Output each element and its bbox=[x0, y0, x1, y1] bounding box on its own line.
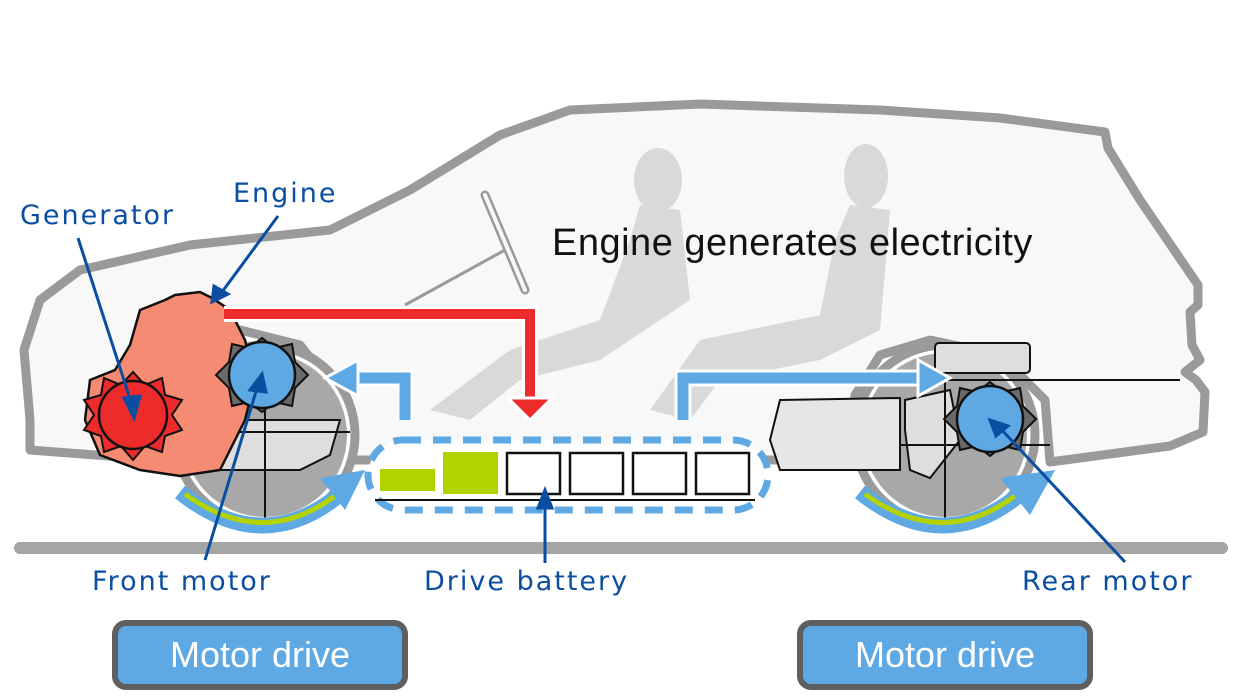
diagram-title: Engine generates electricity bbox=[552, 222, 1033, 264]
rear-subframe bbox=[768, 396, 901, 471]
front-wheel-rotation-arrow bbox=[175, 470, 365, 534]
steering-wheel bbox=[404, 190, 530, 307]
battery-cell bbox=[505, 451, 562, 496]
battery-to-rear-motor-arrow bbox=[674, 357, 954, 420]
engine-to-battery-arrow bbox=[224, 306, 556, 423]
front-motor-drive-badge: Motor drive bbox=[112, 620, 408, 690]
engine-label: Engine bbox=[233, 178, 338, 209]
leader-lines bbox=[76, 215, 1127, 564]
battery-cell-charged bbox=[380, 469, 435, 491]
battery-cell-charged bbox=[443, 452, 498, 494]
engine-leader bbox=[220, 215, 280, 293]
rear-wheel-rotation-arrow bbox=[855, 470, 1055, 534]
battery-to-front-motor-arrow bbox=[321, 357, 414, 420]
generator-label: Generator bbox=[20, 200, 176, 231]
drive-battery-label: Drive battery bbox=[424, 566, 630, 597]
rear-motor-label: Rear motor bbox=[1022, 566, 1194, 597]
battery-cell bbox=[568, 451, 625, 496]
battery-cell bbox=[631, 451, 688, 496]
front-motor-leader bbox=[203, 384, 260, 561]
passenger-silhouettes bbox=[430, 144, 890, 420]
front-motor-label: Front motor bbox=[92, 566, 272, 597]
generator-leader bbox=[76, 237, 134, 406]
rear-motor-drive-badge: Motor drive bbox=[797, 620, 1093, 690]
rear-motor-leader bbox=[998, 426, 1127, 564]
drive-battery bbox=[364, 436, 772, 514]
battery-cell bbox=[694, 451, 751, 496]
